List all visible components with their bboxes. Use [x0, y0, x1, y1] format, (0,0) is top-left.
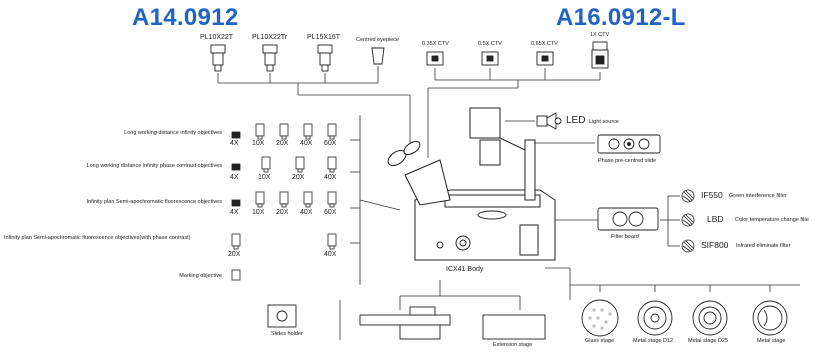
- left-model-code: A14.0912: [132, 4, 239, 31]
- objective-mag: 60X: [324, 209, 337, 216]
- eyepiece-icons: [210, 44, 385, 72]
- light-source-label: Light source: [589, 119, 619, 125]
- eyepiece-label: Centred eyepiece: [356, 37, 400, 43]
- mechanical-stage-icon: [359, 306, 451, 340]
- filter-desc: Green interference filter: [729, 193, 787, 199]
- objective-row-label: Infinity plan Semi-apochromatic fluoresc…: [4, 235, 191, 241]
- filter-code: SIF800: [701, 240, 729, 250]
- extension-stage-icon: [482, 314, 546, 340]
- metal-stage-label: Metal stage: [757, 338, 786, 344]
- filter-desc: Color temperature change filte: [735, 217, 809, 223]
- led-label: LED: [566, 115, 586, 126]
- ctv-label: 0.5X CTV: [478, 41, 502, 47]
- objective-row-label: Long working distance infinity objective…: [124, 130, 222, 136]
- filter-board-label: Filter board: [611, 234, 639, 240]
- eyepiece-label: PL10X22T: [200, 34, 234, 41]
- objective-row-label: Infinity plan Semi-apochromatic fluoresc…: [86, 199, 222, 205]
- objective-mag: 4X: [230, 209, 239, 216]
- body-label: ICX41 Body: [446, 266, 484, 273]
- objective-mag: 10X: [252, 209, 265, 216]
- glass-stage-label: Glass stage: [585, 338, 615, 344]
- objective-mag: 40X: [300, 209, 313, 216]
- objective-mag: 40X: [324, 174, 337, 181]
- filter-code: IF550: [701, 190, 723, 200]
- slides-holder-icon: [267, 304, 297, 328]
- eyepiece-label: PL15X16T: [307, 34, 341, 41]
- metal-stage-d12-label: Metal stage D12: [633, 338, 674, 344]
- filter-desc: Infrared eliminate filter: [736, 243, 791, 249]
- filter-board-icon: [597, 207, 659, 231]
- objective-mag: 20X: [292, 174, 305, 181]
- phase-slide-label: Phase pre-centred slide: [598, 158, 657, 164]
- ctv-label: 0.35X CTV: [422, 41, 449, 47]
- microscope-body-drawing: [387, 107, 556, 261]
- phase-slide-icon: [597, 134, 661, 154]
- slides-holder-label: Slides holder: [271, 331, 303, 337]
- eyepiece-label: PL10X22Tr: [252, 34, 288, 41]
- ctv-label: 1X CTV: [590, 32, 610, 38]
- objective-mag: 20X: [276, 209, 289, 216]
- objective-mag: 20X: [228, 251, 241, 258]
- objective-mag: 10X: [258, 174, 271, 181]
- objective-mag: 4X: [230, 174, 239, 181]
- right-model-code: A16.0912-L: [556, 4, 686, 31]
- objective-mag: 4X: [230, 140, 239, 147]
- objective-mag: 40X: [324, 251, 337, 258]
- filter-icons: [681, 189, 695, 253]
- objective-row-label: Long working distance infinity phase con…: [86, 163, 222, 169]
- stage-plate-icons: [581, 299, 788, 337]
- led-lamp-icon: [536, 112, 562, 130]
- ctv-label: 0.65X CTV: [531, 41, 558, 47]
- objective-mag: 60X: [324, 140, 337, 147]
- extension-stage-label: Extension stage: [493, 342, 533, 348]
- ctv-icons: [426, 41, 609, 69]
- metal-stage-d25-label: Metal stage D25: [688, 338, 729, 344]
- objective-icons: [231, 123, 337, 281]
- objective-mag: 40X: [300, 140, 313, 147]
- objective-row-label: Marking objective: [179, 273, 222, 279]
- filter-code: LBD: [707, 214, 724, 224]
- objective-mag: 20X: [276, 140, 289, 147]
- objective-mag: 10X: [252, 140, 265, 147]
